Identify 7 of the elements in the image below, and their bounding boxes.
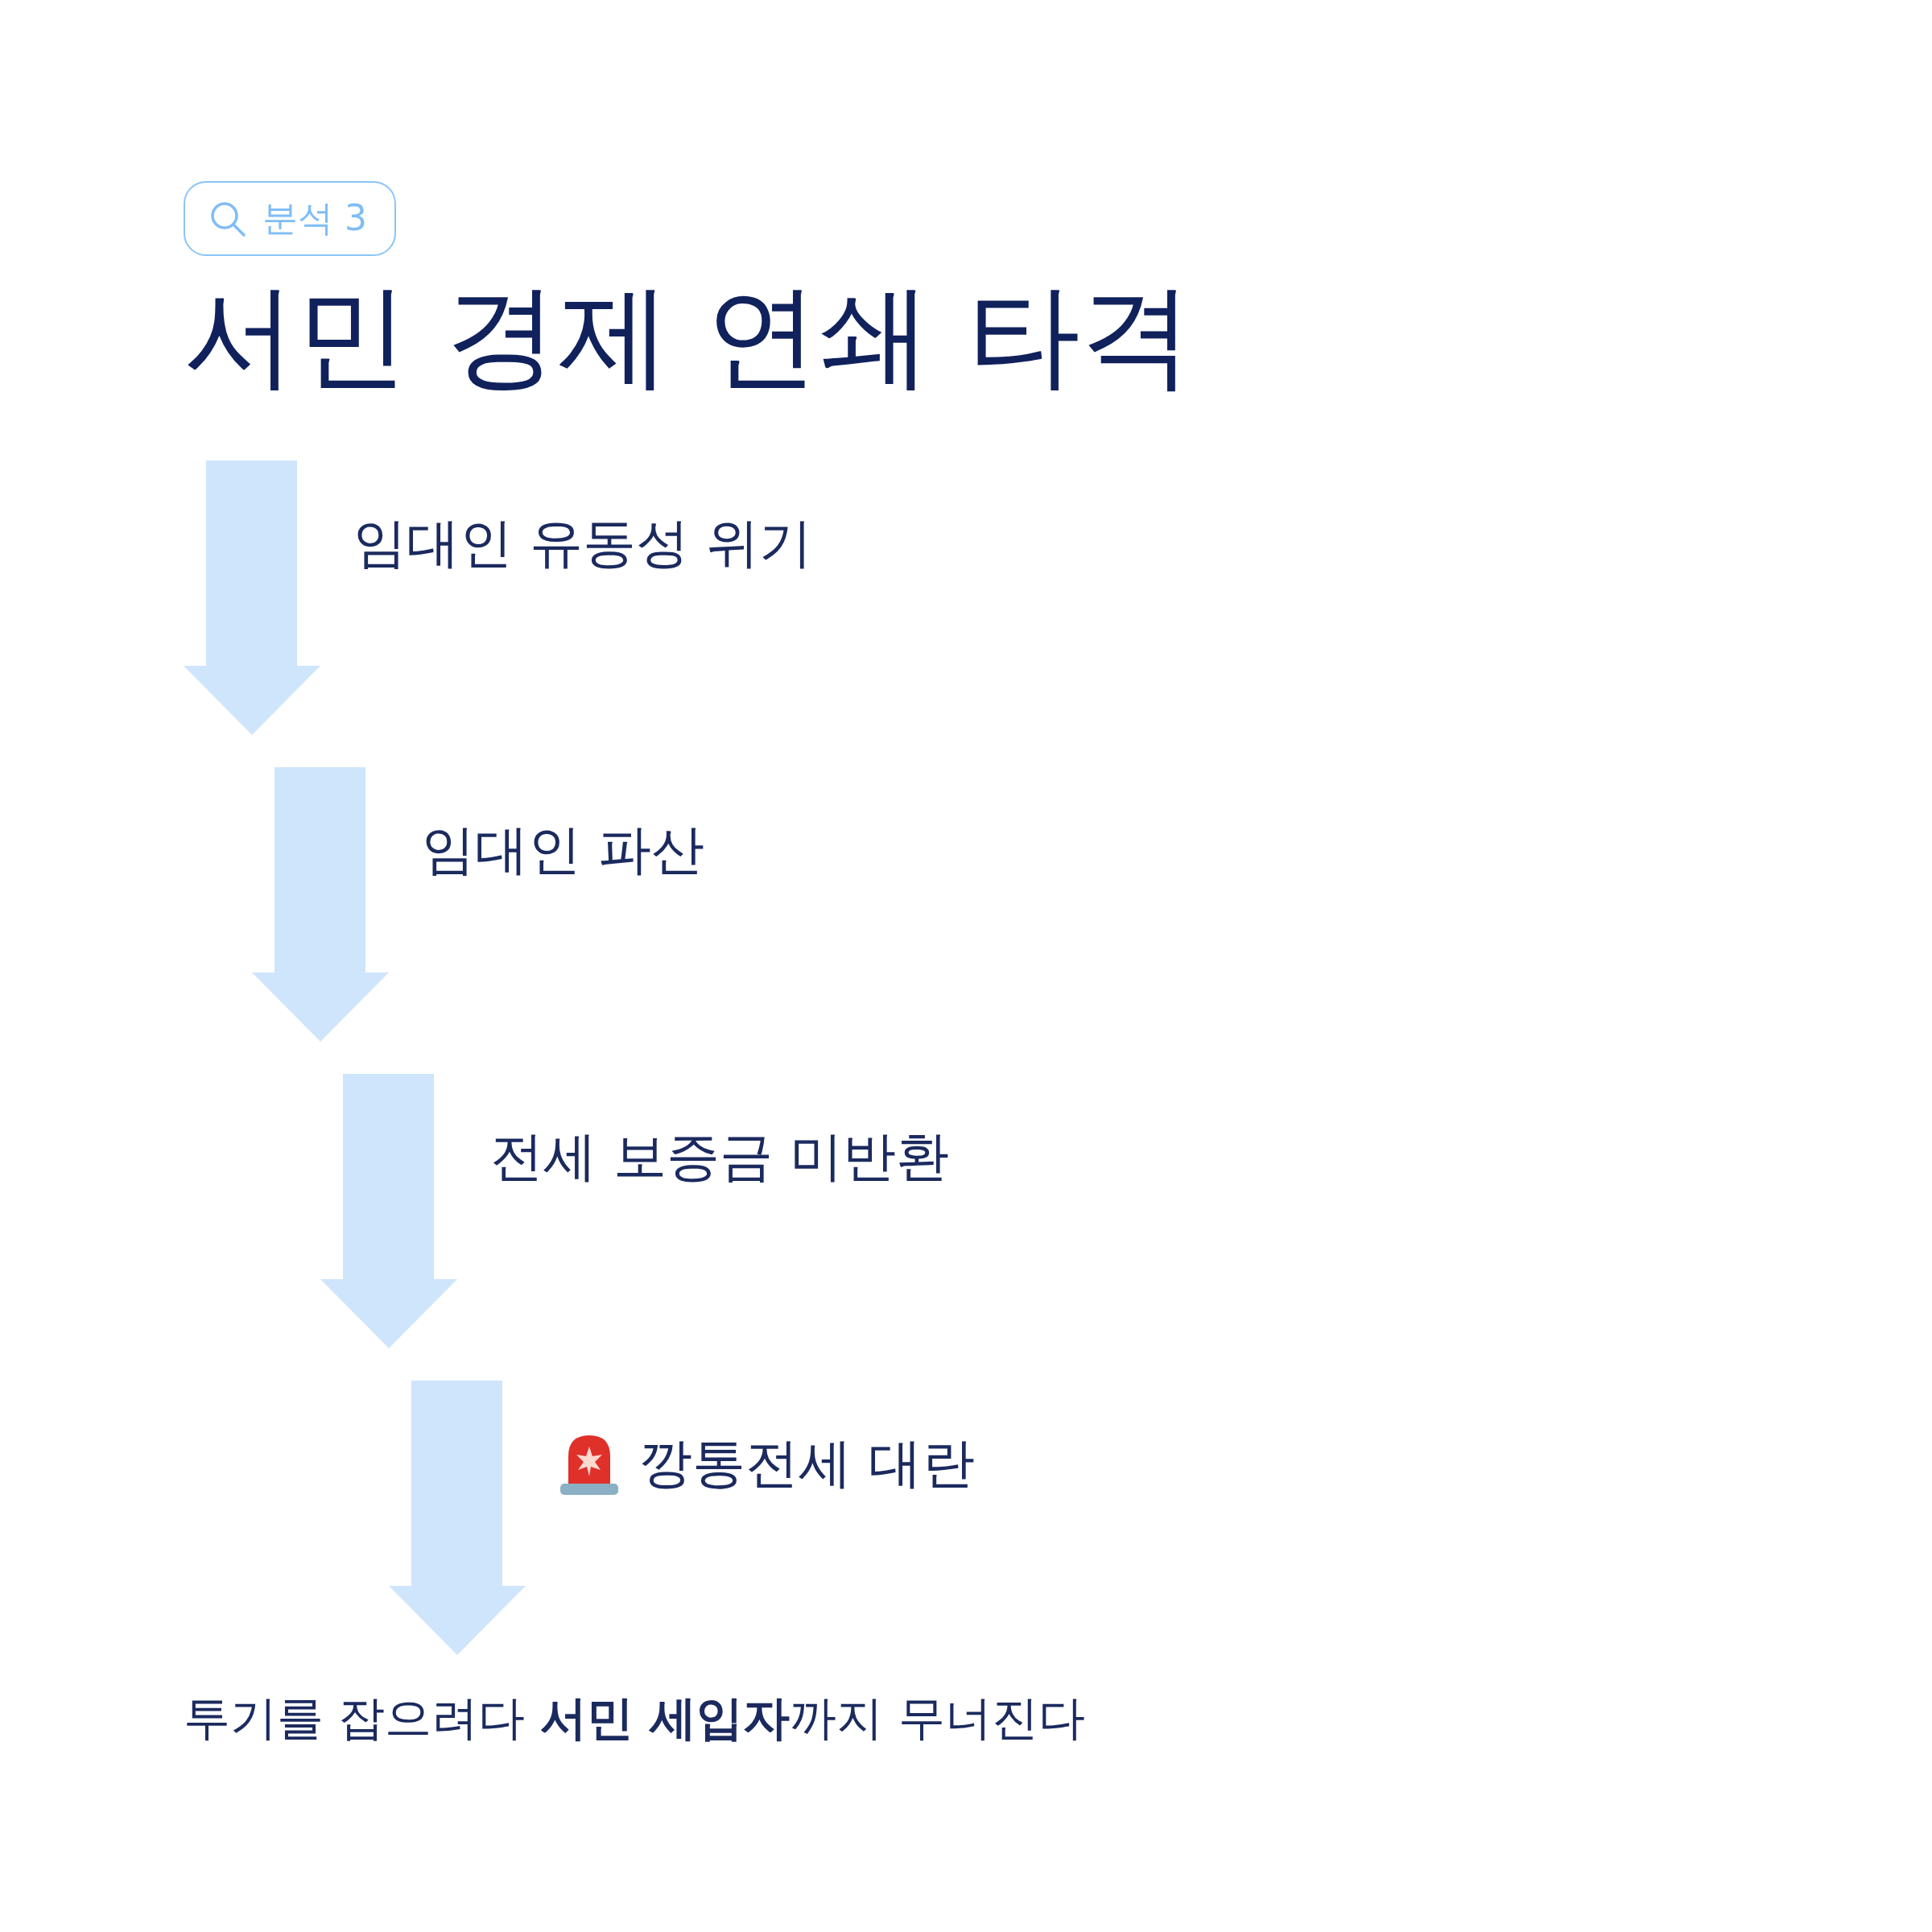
- step-label: 깡통전세 대란: [639, 1437, 975, 1490]
- step-label: 임대인 파산: [422, 824, 704, 877]
- caption: 투기를 잡으려다 서민 세입자까지 무너진다: [184, 1690, 1085, 1747]
- step-label: 전세 보증금 미반환: [490, 1130, 949, 1183]
- title: 서민 경제 연쇄 타격: [184, 274, 1193, 398]
- step-label: 임대인 유동성 위기: [353, 517, 812, 570]
- badge-label: 분석 3: [262, 196, 367, 240]
